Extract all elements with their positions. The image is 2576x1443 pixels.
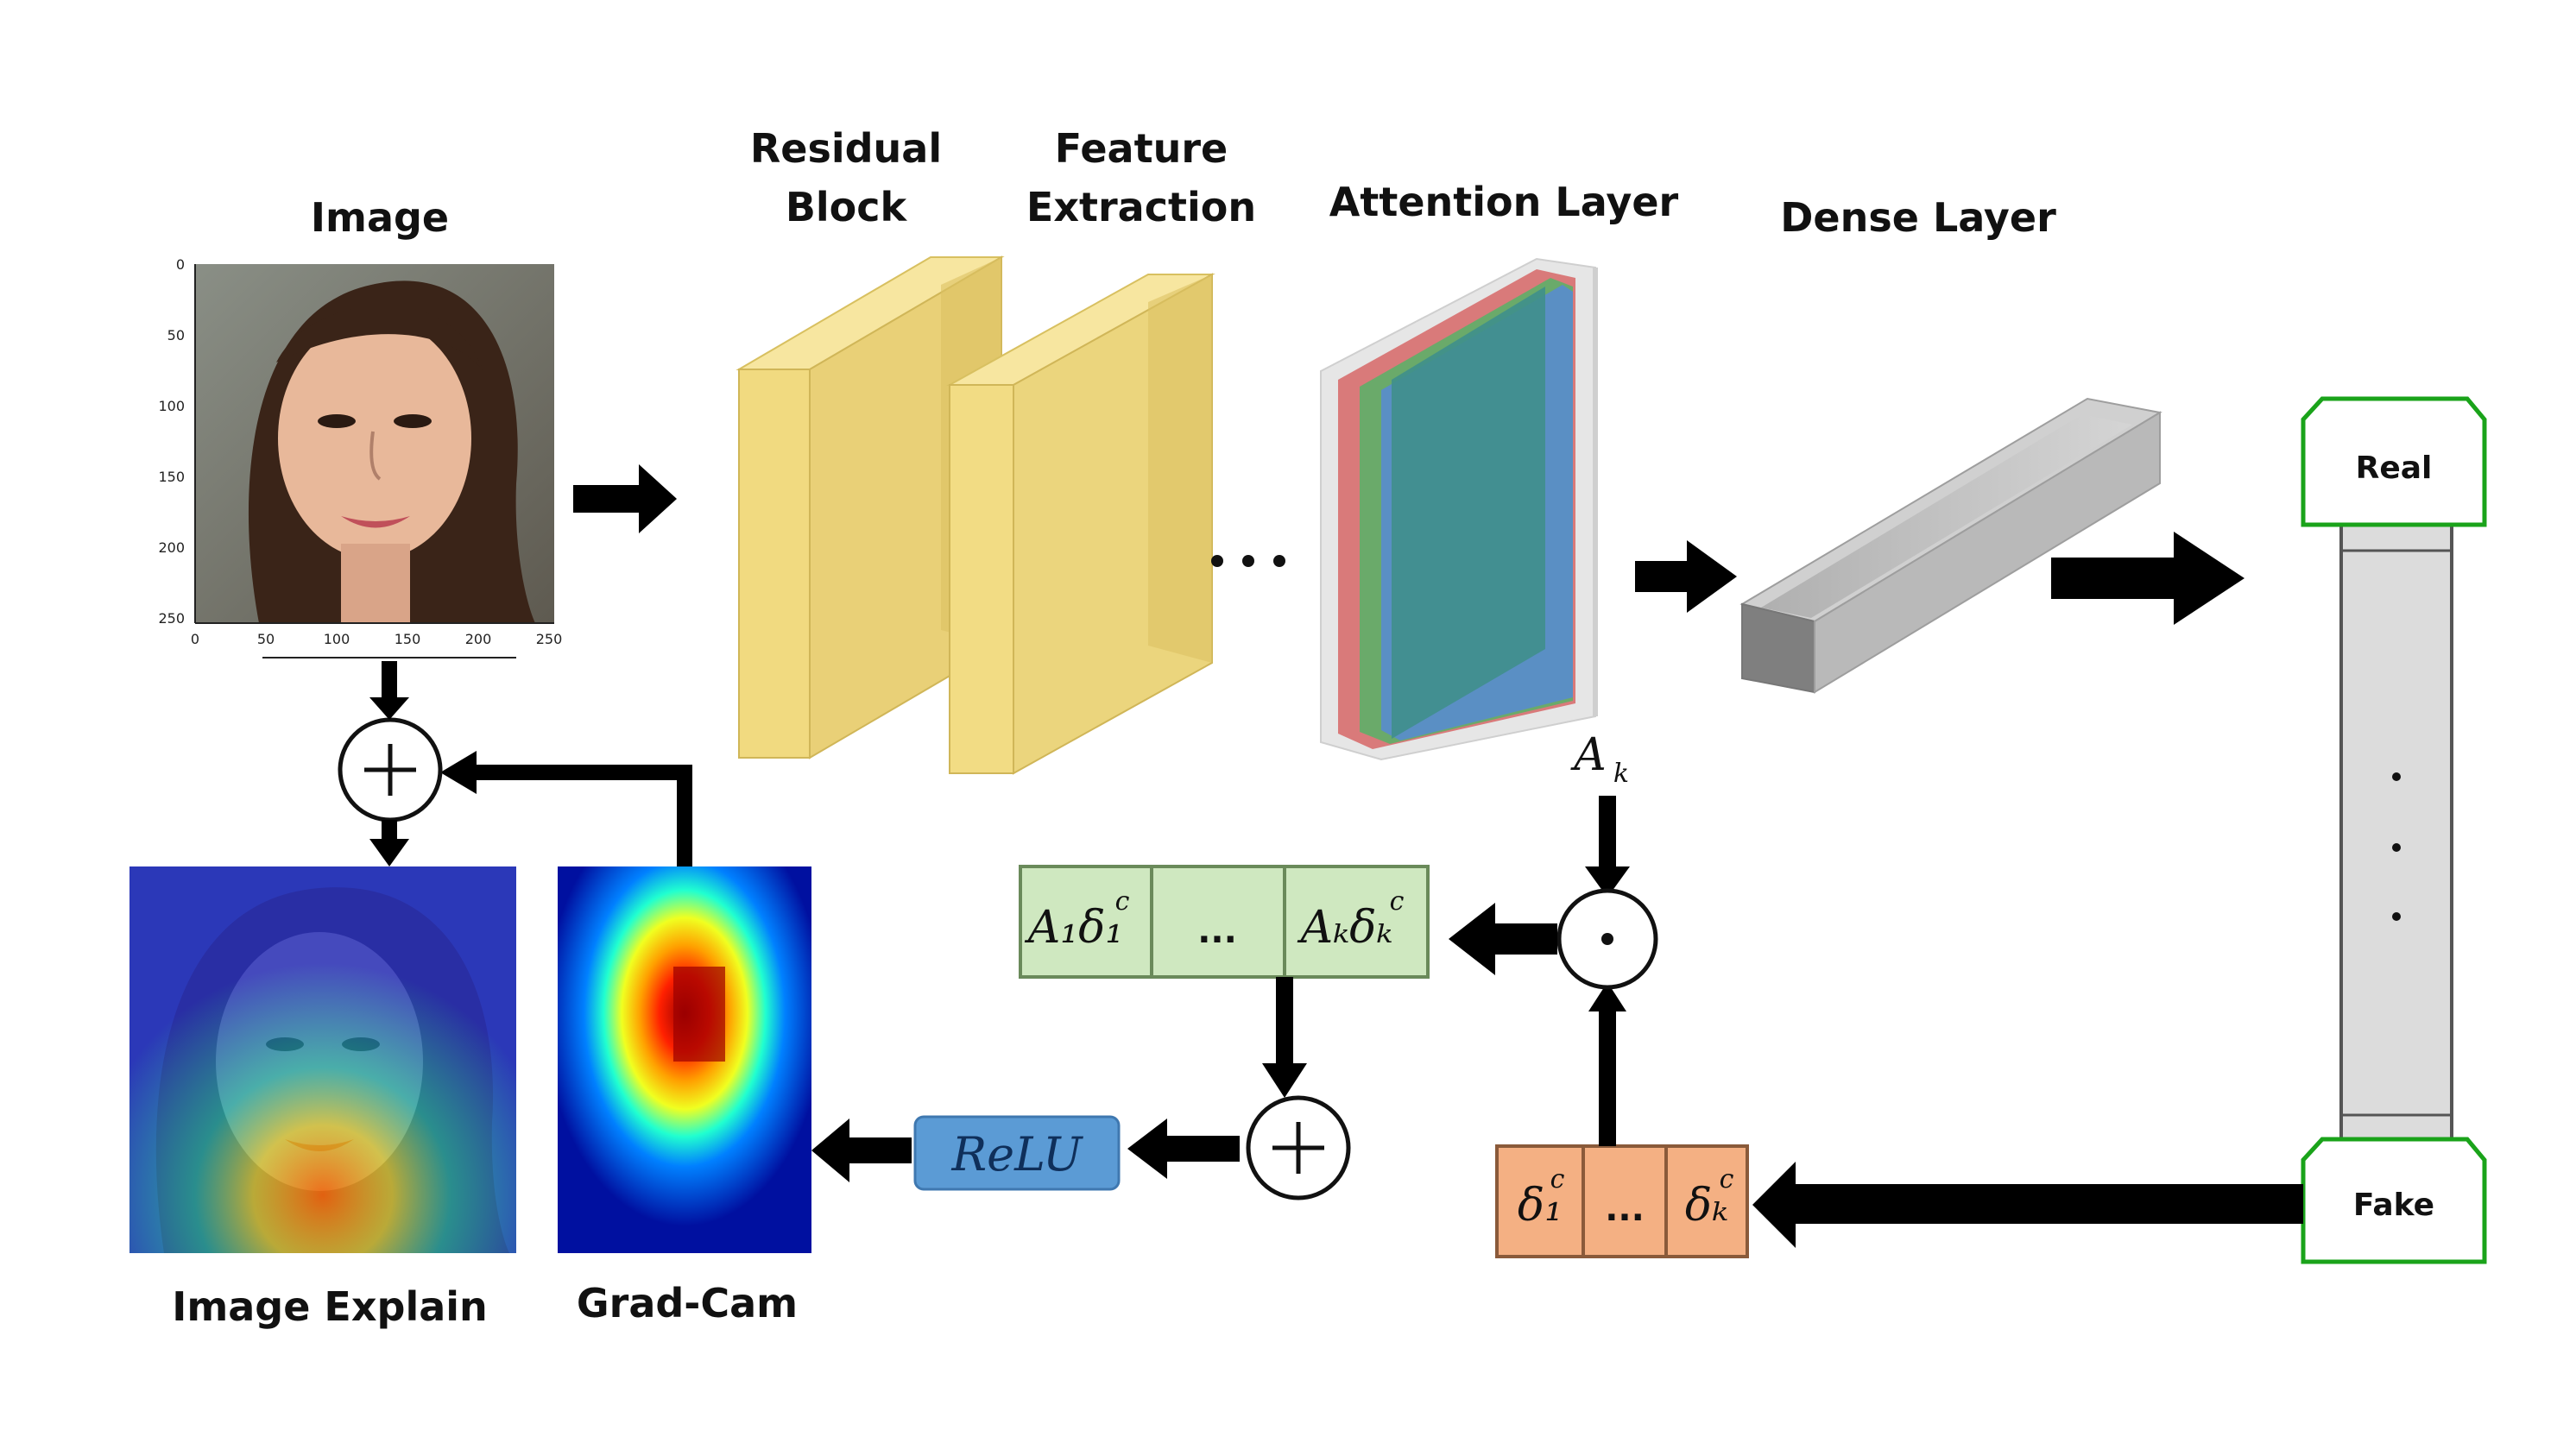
output-dot-3 [2392,912,2401,921]
a-k-label: A [1570,729,1607,781]
arrow-image-to-residual [573,464,677,533]
relu-box: ReLU [913,1115,1121,1191]
residual-label-1: Residual [750,125,942,172]
x-tick-250: 250 [536,631,563,647]
fake-label: Fake [2353,1188,2434,1223]
image-explain-label: Image Explain [172,1283,488,1330]
arrow-sum-to-relu [1127,1118,1240,1179]
arrow-ak-to-product [1585,796,1630,898]
ak-deltak-label: Aₖδₖ [1297,902,1393,954]
x-tick-200: 200 [465,631,492,647]
arrow-relu-to-gradcam [811,1118,912,1182]
grad-cam-label: Grad-Cam [577,1280,798,1326]
product-node [1556,888,1658,990]
delta-k-label: δₖ [1685,1180,1728,1232]
delta-ellipsis: ... [1605,1189,1645,1229]
arrow-sum-to-explain [369,820,409,866]
delta-1-label: δ₁ [1518,1180,1563,1232]
fake-output-node: Fake [2301,1137,2487,1264]
y-tick-0: 0 [176,256,185,273]
feature-label-2: Extraction [1026,184,1256,230]
attention-label: Attention Layer [1329,179,1679,225]
grad-cam-map [558,866,811,1253]
y-tick-250: 250 [158,610,185,627]
weighted-feature-vector: A₁δ₁ c ... Aₖδₖ c [1019,865,1430,979]
dense-label: Dense Layer [1780,194,2056,241]
x-tick-150: 150 [395,631,421,647]
relu-label: ReLU [950,1127,1083,1181]
y-tick-150: 150 [158,469,185,485]
attention-layer [1320,257,1598,761]
image-label: Image [311,194,449,241]
a1-delta1-label: A₁δ₁ [1025,902,1124,954]
gradient-vector: δ₁ c ... δₖ c [1495,1144,1749,1258]
y-tick-100: 100 [158,398,185,414]
residual-label-2: Block [786,184,908,230]
dense-layer [1739,397,2162,694]
a1-delta1-sup: c [1115,886,1130,917]
image-y-ticks: 0 50 100 150 200 250 [158,256,185,627]
real-label: Real [2356,451,2433,486]
output-dot-1 [2392,772,2401,781]
x-tick-50: 50 [257,631,275,647]
sum-node-top [338,717,443,822]
y-tick-50: 50 [167,327,185,343]
output-column [2339,523,2453,1155]
arrow-dense-to-output [2051,532,2245,625]
arrow-gradcam-to-sum [440,751,692,866]
feature-label-1: Feature [1055,125,1228,172]
sum-node-bottom [1246,1095,1351,1200]
arrow-attention-to-dense [1635,540,1737,613]
a-k-sub: k [1613,759,1629,789]
arrow-gradients-to-product [1588,982,1626,1146]
delta-k-sup: c [1720,1164,1734,1194]
delta-1-sup: c [1550,1164,1565,1194]
weighted-ellipsis: ... [1197,911,1237,951]
output-dot-2 [2392,843,2401,852]
arrow-fake-to-gradients [1752,1162,2303,1248]
arrow-product-to-weighted [1449,903,1557,975]
feature-extraction-block [946,273,1215,775]
arrow-weighted-to-sum [1262,977,1307,1098]
x-tick-0: 0 [191,631,199,647]
ak-deltak-sup: c [1390,886,1405,917]
x-tick-100: 100 [324,631,350,647]
y-tick-200: 200 [158,539,185,556]
layer-ellipsis [1211,555,1285,567]
real-output-node: Real [2301,396,2487,527]
input-image [194,264,554,658]
arrow-image-to-sum [369,661,409,720]
image-explain [129,866,516,1253]
image-x-ticks: 0 50 100 150 200 250 [191,631,562,647]
